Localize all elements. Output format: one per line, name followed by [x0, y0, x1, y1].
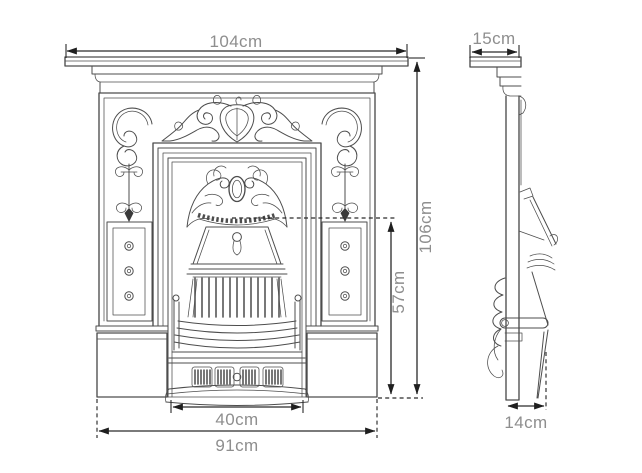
dragon-right: [244, 165, 288, 228]
plinth-right: [305, 325, 379, 398]
fire-basket: [166, 294, 308, 364]
base-depth-label: 14cm: [504, 413, 547, 432]
dim-shelf-depth: 15cm: [469, 29, 520, 58]
garland-swag: [197, 212, 277, 226]
opening-width-label: 40cm: [215, 410, 258, 429]
overall-height-label: 106cm: [416, 200, 435, 253]
opening-frame: [152, 142, 322, 398]
dim-base-depth: 14cm: [504, 352, 547, 432]
ash-pan-grilles: [191, 366, 284, 388]
frieze-panel: [98, 92, 376, 327]
oval-motif: [228, 175, 246, 203]
fender: [165, 384, 309, 406]
fire-bars: [192, 276, 282, 318]
front-elevation: [64, 56, 409, 406]
mantel-width-label: 104cm: [209, 32, 262, 51]
dim-mantel-width: 104cm: [65, 32, 408, 58]
opening-height-label: 57cm: [389, 270, 408, 313]
shelf-depth-label: 15cm: [472, 29, 515, 48]
side-rear-fittings: [499, 187, 559, 399]
side-panel-left: [106, 221, 153, 322]
side-ornament-left: [112, 107, 153, 223]
mantel-shelf: [64, 56, 409, 67]
canopy: [186, 226, 288, 318]
dim-base-width: 91cm: [96, 399, 378, 455]
cornice: [91, 65, 383, 94]
side-elevation: [469, 56, 559, 401]
side-ornament-right: [321, 107, 362, 223]
side-slab: [505, 95, 522, 401]
dim-overall-height: 106cm: [378, 57, 435, 399]
dim-opening-width: 40cm: [170, 400, 304, 429]
side-cornice: [496, 66, 527, 116]
side-panel-right: [321, 221, 368, 322]
plinth-left: [95, 325, 169, 398]
art-nouveau-crest: [161, 94, 313, 143]
side-shelf: [469, 56, 522, 68]
dim-opening-height: 57cm: [232, 217, 408, 395]
side-coil-ornament: [487, 277, 506, 378]
dimensions: 104cm 106cm 57cm 40cm 91cm: [65, 29, 547, 455]
base-width-label: 91cm: [215, 436, 258, 455]
